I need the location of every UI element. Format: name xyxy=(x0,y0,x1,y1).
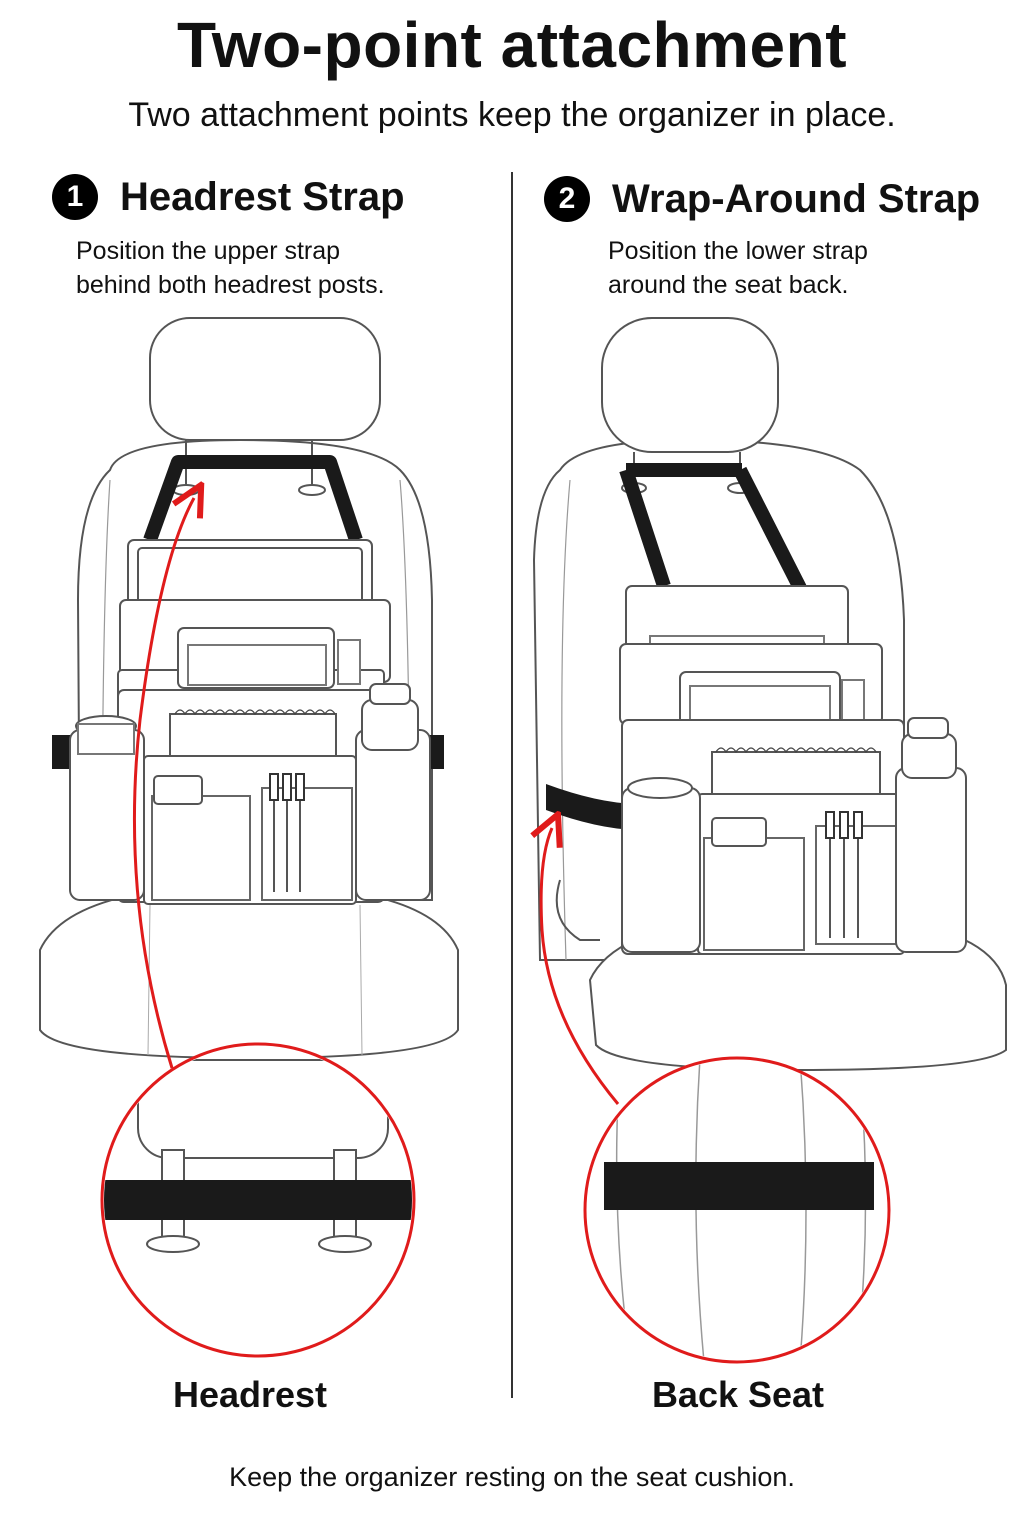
left-cup-pocket xyxy=(69,729,145,901)
right-bottle-pocket xyxy=(895,767,967,953)
page-title: Two-point attachment xyxy=(176,9,848,81)
left-bottle-pocket xyxy=(355,729,431,901)
left-headrest-strap xyxy=(143,455,363,543)
left-phone xyxy=(153,775,203,805)
step-1-number-badge: 1 xyxy=(52,174,98,220)
left-zoom-strap xyxy=(104,1180,412,1220)
right-seat-illustration xyxy=(532,317,1007,1072)
right-red-arrow xyxy=(541,828,620,1105)
left-zoom-circle xyxy=(100,1042,416,1358)
left-headrest xyxy=(149,317,381,441)
right-headrest xyxy=(601,317,779,453)
step-2-caption: Back Seat xyxy=(651,1374,825,1415)
left-red-arrow xyxy=(132,498,194,1069)
right-cup-pocket xyxy=(621,787,701,953)
step-2-number-badge: 2 xyxy=(544,176,590,222)
step-1-heading: 1 Headrest Strap xyxy=(52,174,405,220)
step-1-description-line: behind both headrest posts. xyxy=(76,271,385,299)
left-seat-illustration xyxy=(39,317,459,1060)
step-2-description-line: around the seat back. xyxy=(608,271,849,299)
step-2-title: Wrap-Around Strap xyxy=(612,176,981,221)
page-subtitle: Two attachment points keep the organizer… xyxy=(128,96,896,134)
step-1-title: Headrest Strap xyxy=(120,174,405,219)
step-2-description: Position the lower strap around the seat… xyxy=(608,234,868,302)
step-1-description-line: Position the upper strap xyxy=(76,237,341,265)
step-1-caption: Headrest xyxy=(172,1374,328,1415)
step-2-heading: 2 Wrap-Around Strap xyxy=(544,176,980,222)
right-zoom-circle xyxy=(583,1056,891,1364)
right-wrap-strap xyxy=(546,784,640,830)
left-seat-cushion xyxy=(39,883,459,1060)
step-1-description: Position the upper strap behind both hea… xyxy=(76,234,385,302)
right-headrest-strap xyxy=(619,463,807,592)
footer-note: Keep the organizer resting on the seat c… xyxy=(229,1462,795,1492)
step-2-description-line: Position the lower strap xyxy=(608,237,868,265)
column-divider xyxy=(511,172,513,1398)
right-phone xyxy=(711,817,767,847)
right-zoom-strap xyxy=(604,1162,874,1210)
